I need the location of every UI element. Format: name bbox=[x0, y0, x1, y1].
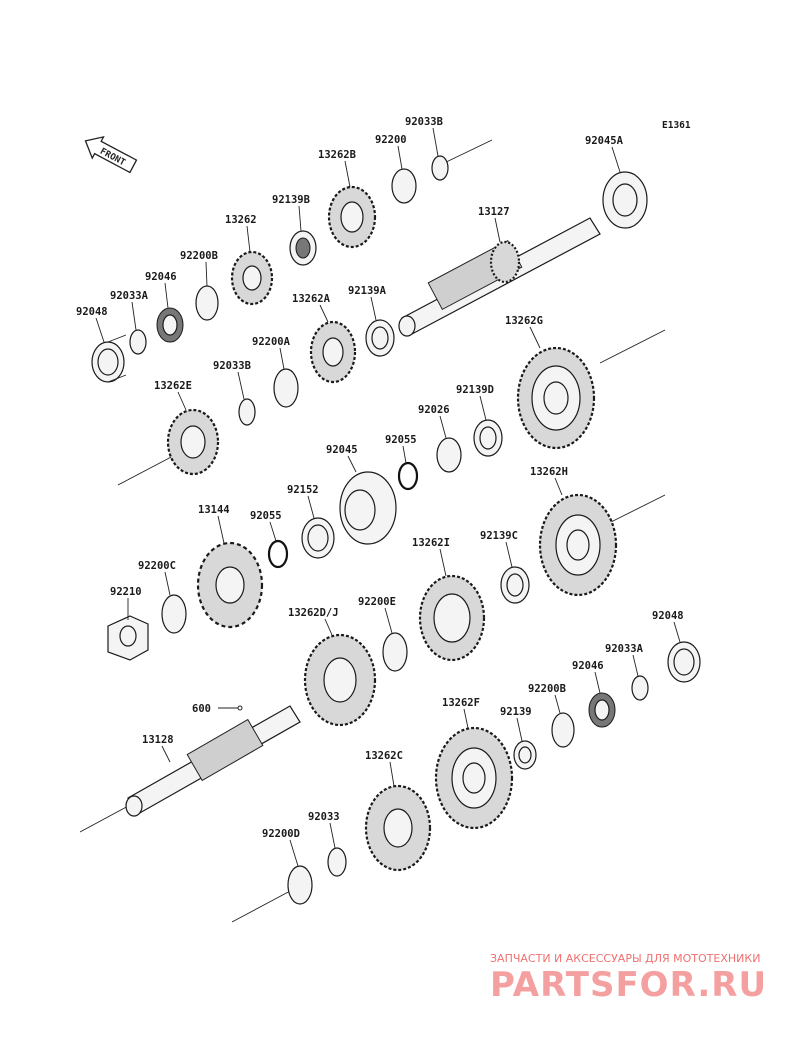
washer-92200d bbox=[287, 865, 313, 905]
gear-13262a bbox=[309, 320, 357, 384]
sprocket-13144 bbox=[196, 541, 264, 629]
label-600: 600 bbox=[192, 703, 211, 715]
needle-bearing-92046-upper bbox=[156, 307, 184, 343]
washer-92200a bbox=[273, 368, 299, 408]
washer-92200e bbox=[382, 632, 408, 672]
label-13262: 13262 bbox=[225, 214, 257, 226]
leader-lines bbox=[95, 127, 681, 867]
circlip-92033a-lower bbox=[631, 675, 649, 701]
watermark-tagline: ЗАПЧАСТИ И АКСЕССУАРЫ ДЛЯ МОТОТЕХНИКИ bbox=[490, 952, 760, 965]
bushing-92139c bbox=[500, 566, 530, 604]
nut-92210 bbox=[107, 615, 149, 661]
washer-92200 bbox=[391, 168, 417, 204]
circlip-92033 bbox=[327, 847, 347, 877]
label-13262c: 13262C bbox=[365, 750, 403, 762]
label-92200e: 92200E bbox=[358, 596, 396, 608]
label-13262e: 13262E bbox=[154, 380, 192, 392]
watermark-brand: PARTSFOR.RU bbox=[490, 965, 767, 1005]
label-92200d: 92200D bbox=[262, 828, 300, 840]
circlip-92033b-upper bbox=[431, 155, 449, 181]
gear-13262b bbox=[327, 185, 377, 249]
bushing-92048-lower bbox=[667, 641, 701, 683]
bushing-92139 bbox=[513, 740, 537, 770]
gear-13262e bbox=[166, 408, 220, 476]
axis-line bbox=[79, 804, 131, 833]
label-92139: 92139 bbox=[500, 706, 532, 718]
label-13262h: 13262H bbox=[530, 466, 568, 478]
diagram-code: E1361 bbox=[662, 120, 691, 131]
ball-bearing-92045 bbox=[339, 471, 397, 545]
label-92033: 92033 bbox=[308, 811, 340, 823]
label-92045: 92045 bbox=[326, 444, 358, 456]
label-92046-upper: 92046 bbox=[145, 271, 177, 283]
label-92033a-lower: 92033A bbox=[605, 643, 644, 655]
axis-line bbox=[599, 329, 666, 364]
washer-92200c bbox=[161, 594, 187, 634]
label-92139b: 92139B bbox=[272, 194, 310, 206]
circlip-92033b-lower bbox=[238, 398, 256, 426]
label-13144: 13144 bbox=[198, 504, 230, 516]
label-13262g: 13262G bbox=[505, 315, 543, 327]
needle-bearing-92046-lower bbox=[588, 692, 616, 728]
gear-13262h bbox=[538, 493, 618, 597]
gear-13262 bbox=[230, 250, 274, 306]
circlip-92033a-upper bbox=[129, 329, 147, 355]
label-92139d: 92139D bbox=[456, 384, 494, 396]
bushing-92139d bbox=[473, 419, 503, 457]
label-13262b: 13262B bbox=[318, 149, 356, 161]
front-arrow-icon: FRONT bbox=[84, 135, 138, 174]
gear-13262dj bbox=[303, 633, 377, 727]
label-13262a: 13262A bbox=[292, 293, 331, 305]
label-13262f: 13262F bbox=[442, 697, 480, 709]
bushing-92139a bbox=[365, 319, 395, 357]
label-92200b-upper: 92200B bbox=[180, 250, 218, 262]
label-92200c: 92200C bbox=[138, 560, 176, 572]
o-ring-92055-lower bbox=[267, 539, 289, 569]
label-92026: 92026 bbox=[418, 404, 450, 416]
label-92139c: 92139C bbox=[480, 530, 518, 542]
washer-92026 bbox=[436, 437, 462, 473]
washer-92200b-lower bbox=[551, 712, 575, 748]
label-92048-upper: 92048 bbox=[76, 306, 108, 318]
label-92200b-lower: 92200B bbox=[528, 683, 566, 695]
gear-13262c bbox=[364, 784, 432, 872]
gear-13262i bbox=[418, 574, 486, 662]
label-92055-lower: 92055 bbox=[250, 510, 282, 522]
gear-13262g bbox=[516, 346, 596, 450]
label-13262dj: 13262D/J bbox=[288, 607, 339, 619]
label-92045a: 92045A bbox=[585, 135, 624, 147]
label-92033b-lower: 92033B bbox=[213, 360, 251, 372]
label-92046-lower: 92046 bbox=[572, 660, 604, 672]
washer-92200b-upper bbox=[195, 285, 219, 321]
o-ring-92055-upper bbox=[397, 461, 419, 491]
watermark: ЗАПЧАСТИ И АКСЕССУАРЫ ДЛЯ МОТОТЕХНИКИ PA… bbox=[490, 952, 767, 1005]
ball-600 bbox=[237, 705, 243, 711]
label-92200: 92200 bbox=[375, 134, 407, 146]
label-92139a: 92139A bbox=[348, 285, 387, 297]
bushing-92048-upper bbox=[91, 334, 127, 383]
gear-13262f bbox=[434, 726, 514, 830]
axis-line bbox=[604, 494, 666, 526]
label-92152: 92152 bbox=[287, 484, 319, 496]
label-92033b-upper: 92033B bbox=[405, 116, 443, 128]
label-92048-lower: 92048 bbox=[652, 610, 684, 622]
bushing-92139b bbox=[289, 230, 317, 266]
part-labels: 92048 92033A 92046 92200B 13262 92139B 1… bbox=[76, 116, 684, 840]
label-13127: 13127 bbox=[478, 206, 510, 218]
axis-line bbox=[439, 139, 493, 166]
axis-line bbox=[231, 889, 293, 923]
ball-bearing-92045a bbox=[602, 171, 648, 229]
collar-92152 bbox=[301, 517, 335, 559]
shaft-13127 bbox=[398, 217, 601, 337]
label-92033a-upper: 92033A bbox=[110, 290, 149, 302]
axis-line bbox=[117, 454, 176, 486]
label-92210: 92210 bbox=[110, 586, 142, 598]
label-92200a: 92200A bbox=[252, 336, 291, 348]
label-13262i: 13262I bbox=[412, 537, 450, 549]
shaft-13128 bbox=[125, 705, 301, 817]
label-13128: 13128 bbox=[142, 734, 174, 746]
label-92055-upper: 92055 bbox=[385, 434, 417, 446]
